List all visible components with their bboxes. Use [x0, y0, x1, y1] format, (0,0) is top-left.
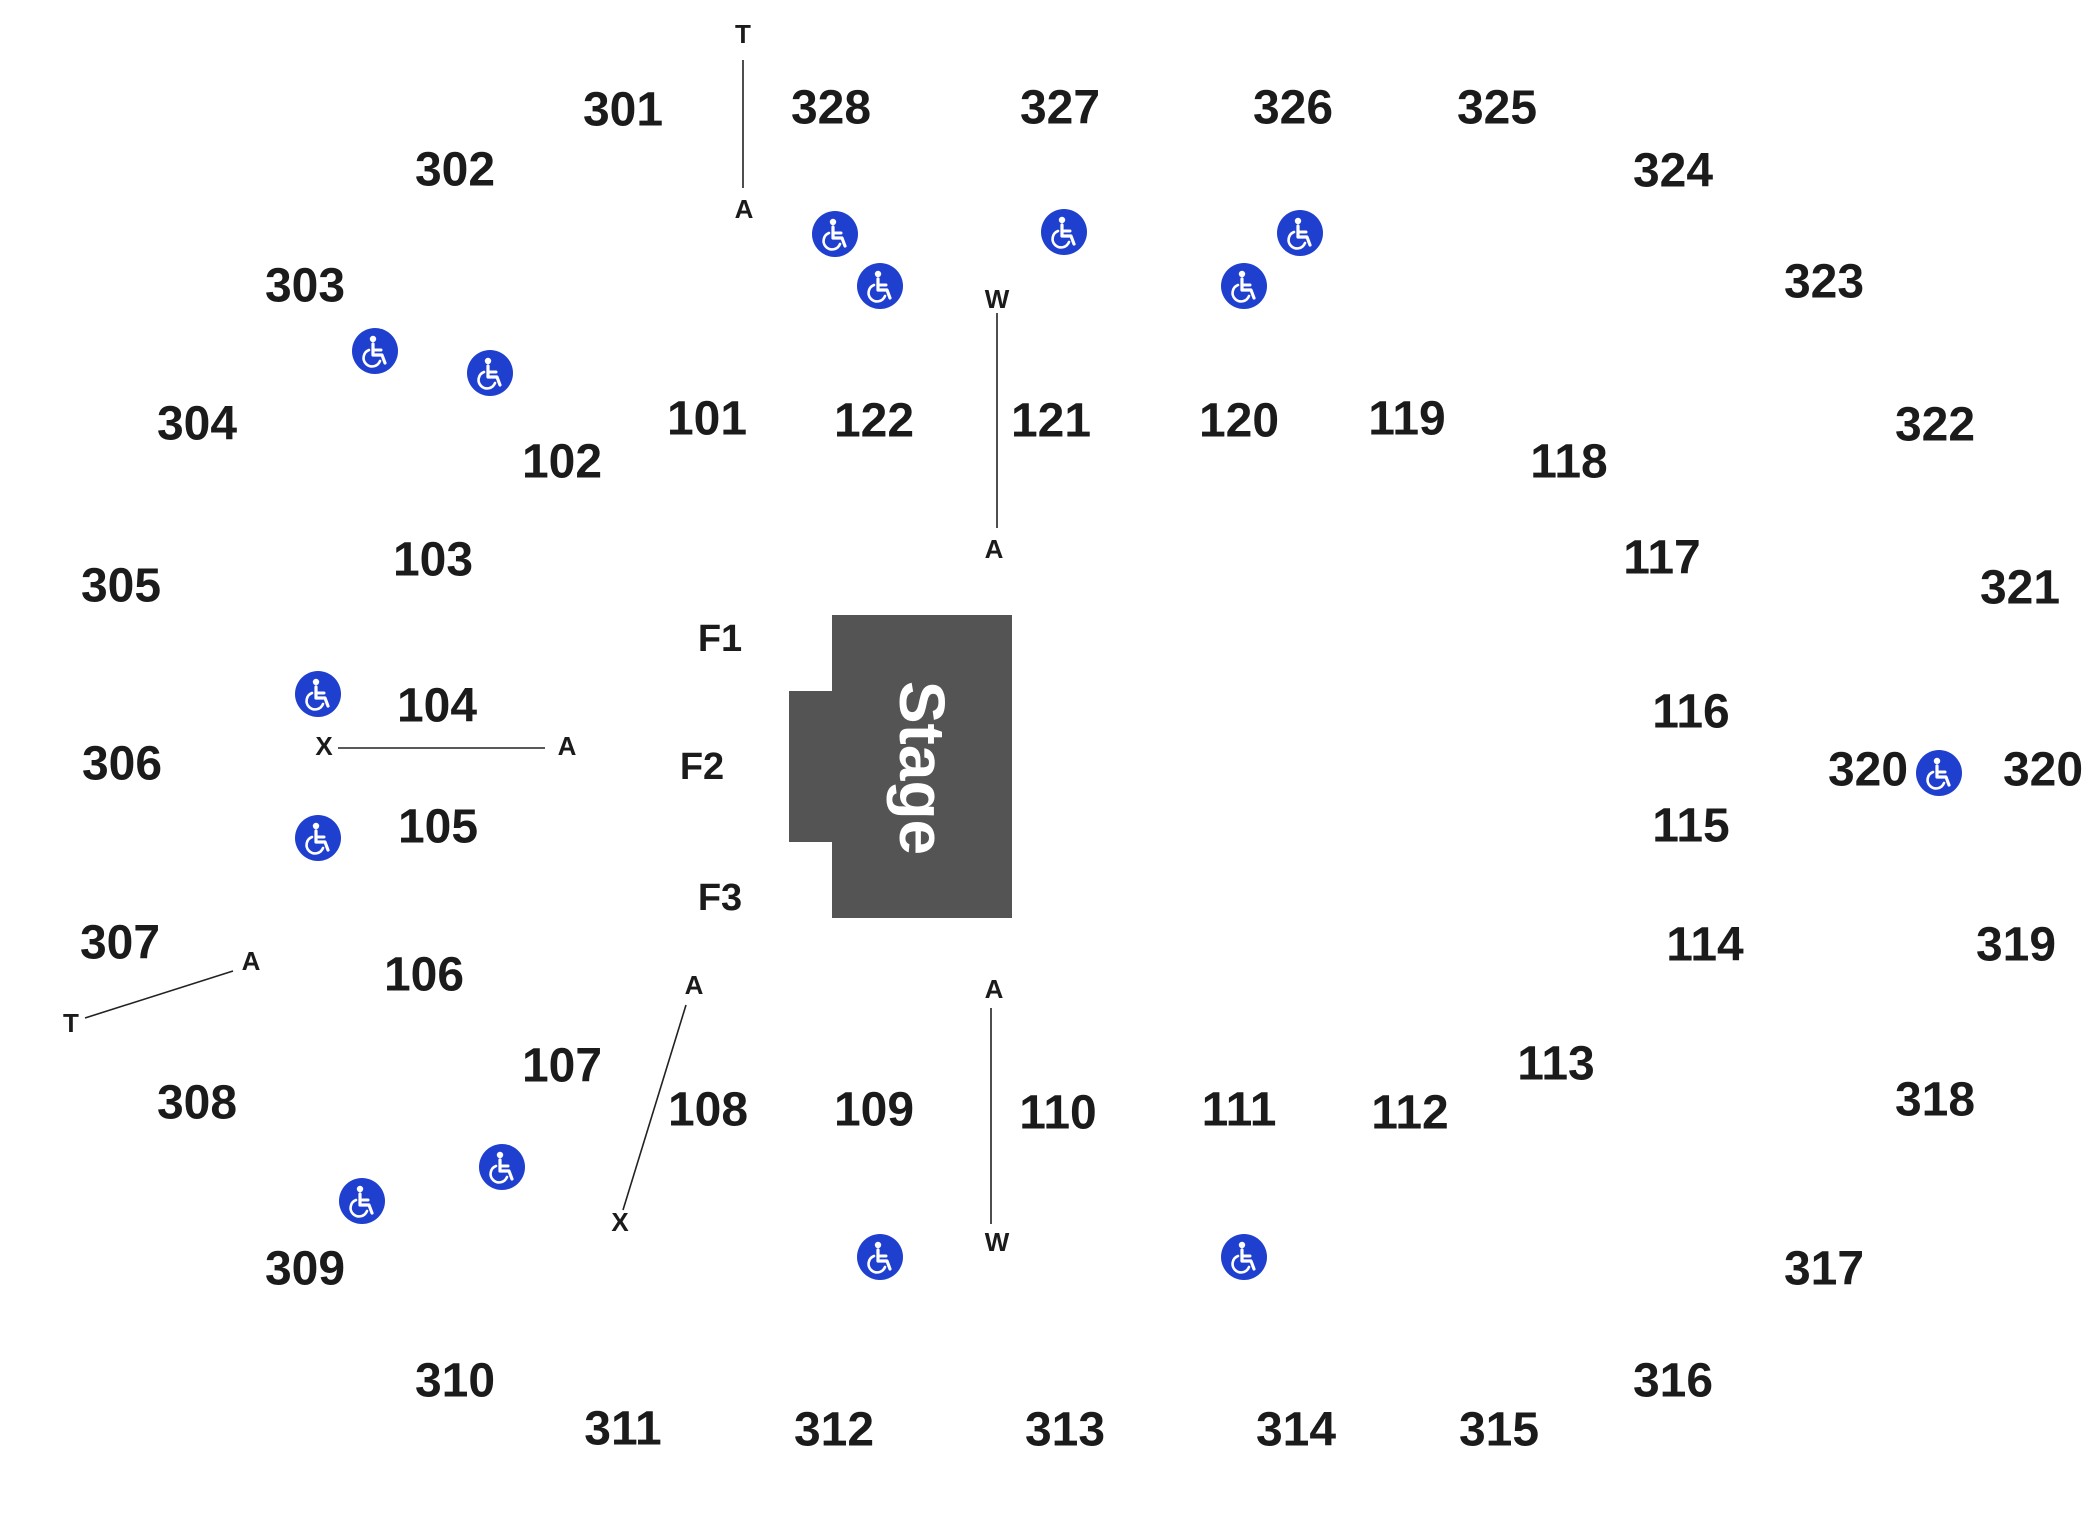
section-112[interactable]: 112	[1371, 1087, 1448, 1140]
section-116[interactable]: 116	[1652, 686, 1729, 739]
section-119[interactable]: 119	[1368, 393, 1445, 446]
section-303[interactable]: 303	[265, 260, 345, 313]
section-321[interactable]: 321	[1980, 562, 2060, 615]
section-316[interactable]: 316	[1633, 1355, 1713, 1408]
section-320[interactable]: 320	[1828, 744, 1908, 797]
section-107[interactable]: 107	[522, 1040, 602, 1093]
section-302[interactable]: 302	[415, 144, 495, 197]
section-118[interactable]: 118	[1530, 436, 1607, 489]
section-101[interactable]: 101	[667, 393, 747, 446]
section-310[interactable]: 310	[415, 1355, 495, 1408]
section-317[interactable]: 317	[1784, 1243, 1864, 1296]
row-label: X	[611, 1207, 629, 1237]
section-110[interactable]: 110	[1019, 1087, 1096, 1140]
section-f3[interactable]: F3	[698, 877, 742, 919]
section-f1[interactable]: F1	[698, 618, 742, 660]
section-117[interactable]: 117	[1623, 532, 1700, 585]
row-label: T	[63, 1008, 79, 1038]
row-label: T	[735, 19, 751, 49]
section-311[interactable]: 311	[584, 1403, 661, 1456]
section-115[interactable]: 115	[1652, 800, 1729, 853]
section-318[interactable]: 318	[1895, 1074, 1975, 1127]
wheelchair-accessible-icon	[810, 209, 860, 259]
wheelchair-accessible-icon	[293, 669, 343, 719]
wheelchair-accessible-icon	[350, 326, 400, 376]
section-328[interactable]: 328	[791, 82, 871, 135]
row-label: A	[558, 731, 577, 761]
section-105[interactable]: 105	[398, 801, 478, 854]
section-319[interactable]: 319	[1976, 919, 2056, 972]
row-label: X	[315, 731, 333, 761]
wheelchair-accessible-icon	[477, 1142, 527, 1192]
section-111[interactable]: 111	[1202, 1084, 1277, 1137]
wheelchair-accessible-icon	[465, 348, 515, 398]
section-113[interactable]: 113	[1517, 1038, 1594, 1091]
row-label: A	[685, 970, 704, 1000]
section-103[interactable]: 103	[393, 534, 473, 587]
stage-label: Stage	[886, 681, 958, 855]
section-313[interactable]: 313	[1025, 1404, 1105, 1457]
section-109[interactable]: 109	[834, 1084, 914, 1137]
row-label: A	[735, 194, 754, 224]
section-104[interactable]: 104	[397, 680, 477, 733]
wheelchair-accessible-icon	[1219, 1232, 1269, 1282]
section-326[interactable]: 326	[1253, 82, 1333, 135]
section-324[interactable]: 324	[1633, 145, 1713, 198]
section-325[interactable]: 325	[1457, 82, 1537, 135]
row-label: A	[242, 946, 261, 976]
wheelchair-accessible-icon	[1914, 748, 1964, 798]
wheelchair-accessible-icon	[1219, 261, 1269, 311]
wheelchair-accessible-icon	[855, 1232, 905, 1282]
wheelchair-accessible-icon	[337, 1176, 387, 1226]
section-322[interactable]: 322	[1895, 399, 1975, 452]
section-307[interactable]: 307	[80, 917, 160, 970]
row-line-diagonal	[622, 1004, 687, 1211]
row-label: A	[985, 974, 1004, 1004]
section-327[interactable]: 327	[1020, 82, 1100, 135]
section-314[interactable]: 314	[1256, 1404, 1336, 1457]
section-320[interactable]: 320	[2003, 744, 2083, 797]
wheelchair-accessible-icon	[1275, 208, 1325, 258]
section-301[interactable]: 301	[583, 84, 663, 137]
section-315[interactable]: 315	[1459, 1404, 1539, 1457]
section-114[interactable]: 114	[1666, 919, 1744, 972]
section-106[interactable]: 106	[384, 949, 464, 1002]
section-121[interactable]: 121	[1011, 395, 1091, 448]
section-306[interactable]: 306	[82, 738, 162, 791]
stage-shape	[789, 615, 1012, 918]
row-line-lower-left	[84, 970, 234, 1019]
section-108[interactable]: 108	[668, 1084, 748, 1137]
section-309[interactable]: 309	[265, 1243, 345, 1296]
section-122[interactable]: 122	[834, 395, 914, 448]
row-label: W	[985, 1227, 1010, 1257]
section-312[interactable]: 312	[794, 1404, 874, 1457]
section-323[interactable]: 323	[1784, 256, 1864, 309]
wheelchair-accessible-icon	[855, 261, 905, 311]
section-308[interactable]: 308	[157, 1077, 237, 1130]
section-120[interactable]: 120	[1199, 395, 1279, 448]
wheelchair-accessible-icon	[1039, 207, 1089, 257]
wheelchair-accessible-icon	[293, 813, 343, 863]
row-label: A	[985, 534, 1004, 564]
section-305[interactable]: 305	[81, 560, 161, 613]
section-304[interactable]: 304	[157, 398, 237, 451]
section-f2[interactable]: F2	[680, 746, 724, 788]
section-102[interactable]: 102	[522, 436, 602, 489]
stage[interactable]: Stage	[789, 615, 1012, 918]
row-label: W	[985, 284, 1010, 314]
